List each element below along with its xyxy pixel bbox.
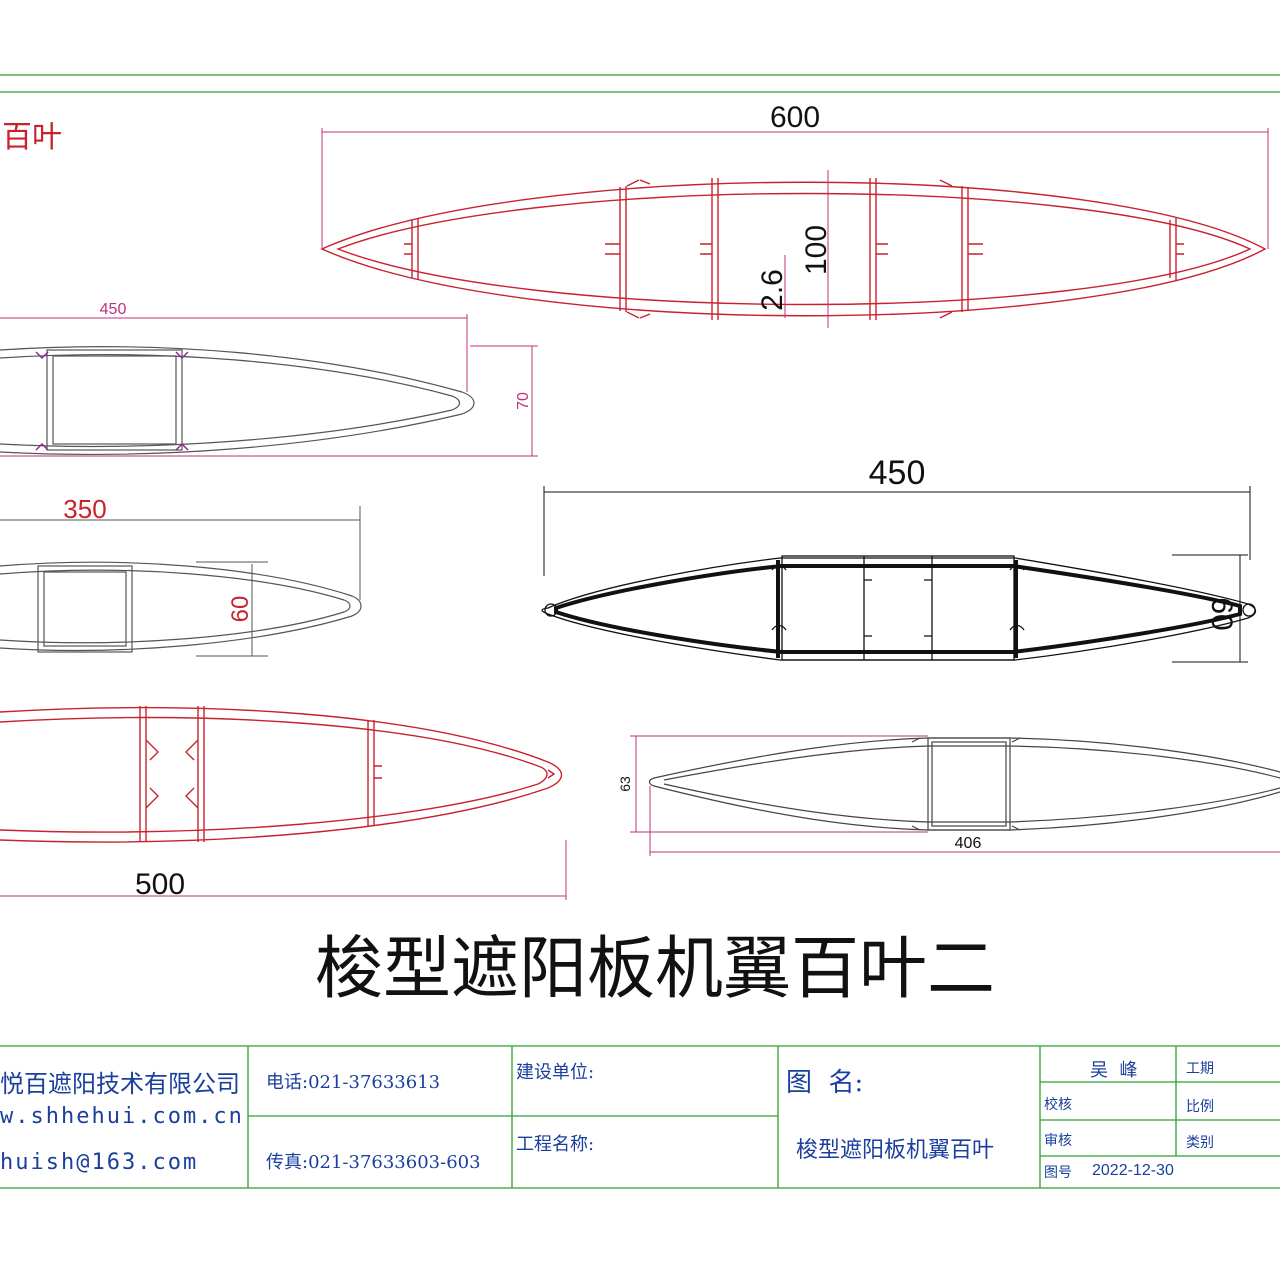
profile-406-width-label: 406 [955,835,982,852]
profile-450-b-height-label: 60 [1205,597,1238,630]
right-label-category: 类别 [1186,1135,1214,1151]
profile-600-height-label: 100 [800,225,833,275]
profile-600-width-label: 600 [770,101,820,134]
company-website[interactable]: w.shhehui.com.cn [0,1104,244,1129]
profile-500-width-label: 500 [135,868,185,901]
profile-450-a-clips [35,351,189,451]
profile-350-dimensions [0,506,361,657]
drawing-name-value: 梭型遮阳板机翼百叶 [796,1138,995,1163]
phone-number: 电话:021-37633613 [266,1072,441,1093]
drawing-date: 2022-12-30 [1092,1162,1174,1179]
drawing-name-label: 图 名: [786,1068,864,1098]
profile-350: 350 60 [0,494,362,657]
fax-number: 传真:021-37633603-603 [266,1152,481,1173]
profile-350-outline [0,561,362,653]
profile-600-dimensions [321,128,1269,328]
profile-600-outline [320,178,1267,320]
profile-450-b-outline [541,555,1257,661]
right-label-scale: 比例 [1186,1099,1214,1115]
drawing-frame [0,74,1280,93]
company-email[interactable]: huish@163.com [0,1150,199,1175]
profile-406: 63 406 [617,735,1280,856]
drawing-title: 梭型遮阳板机翼百叶二 [315,930,995,1009]
row-label-review: 审核 [1044,1133,1072,1149]
project-name-label: 工程名称: [516,1134,595,1155]
row-label-drawing-no: 图号 [1044,1165,1072,1181]
profile-350-height-label: 60 [227,596,254,623]
profile-450-a-width-label: 450 [100,301,127,318]
designer-name: 吴 峰 [1090,1060,1138,1081]
profile-450-a-dimensions [0,314,538,457]
profile-406-dimensions [630,735,1280,856]
profile-500: 500 [0,706,567,901]
profile-450-b-width-label: 450 [869,454,926,492]
profile-406-outline [648,737,1280,831]
profile-450-b-dimensions [543,486,1251,663]
row-label-check: 校核 [1044,1097,1072,1113]
profile-500-outline [0,706,563,843]
profile-450-a: 450 70 [0,301,538,457]
profile-350-width-label: 350 [63,494,106,524]
profile-450-a-height-label: 70 [515,392,532,410]
page-title-fragment: 百叶 [2,120,62,155]
profile-600-wall-label: 2.6 [756,269,789,311]
title-block-grid [0,1045,1280,1189]
build-unit-label: 建设单位: [516,1062,595,1083]
profile-500-dimensions [0,840,567,900]
profile-406-height-label: 63 [617,776,633,792]
company-name: 悦百遮阳技术有限公司 [0,1070,240,1098]
profile-450-a-outline [0,346,475,455]
right-label-period: 工期 [1186,1061,1214,1077]
profile-600: 600 100 2.6 [320,101,1269,328]
profile-450-b: 450 60 [541,454,1257,663]
